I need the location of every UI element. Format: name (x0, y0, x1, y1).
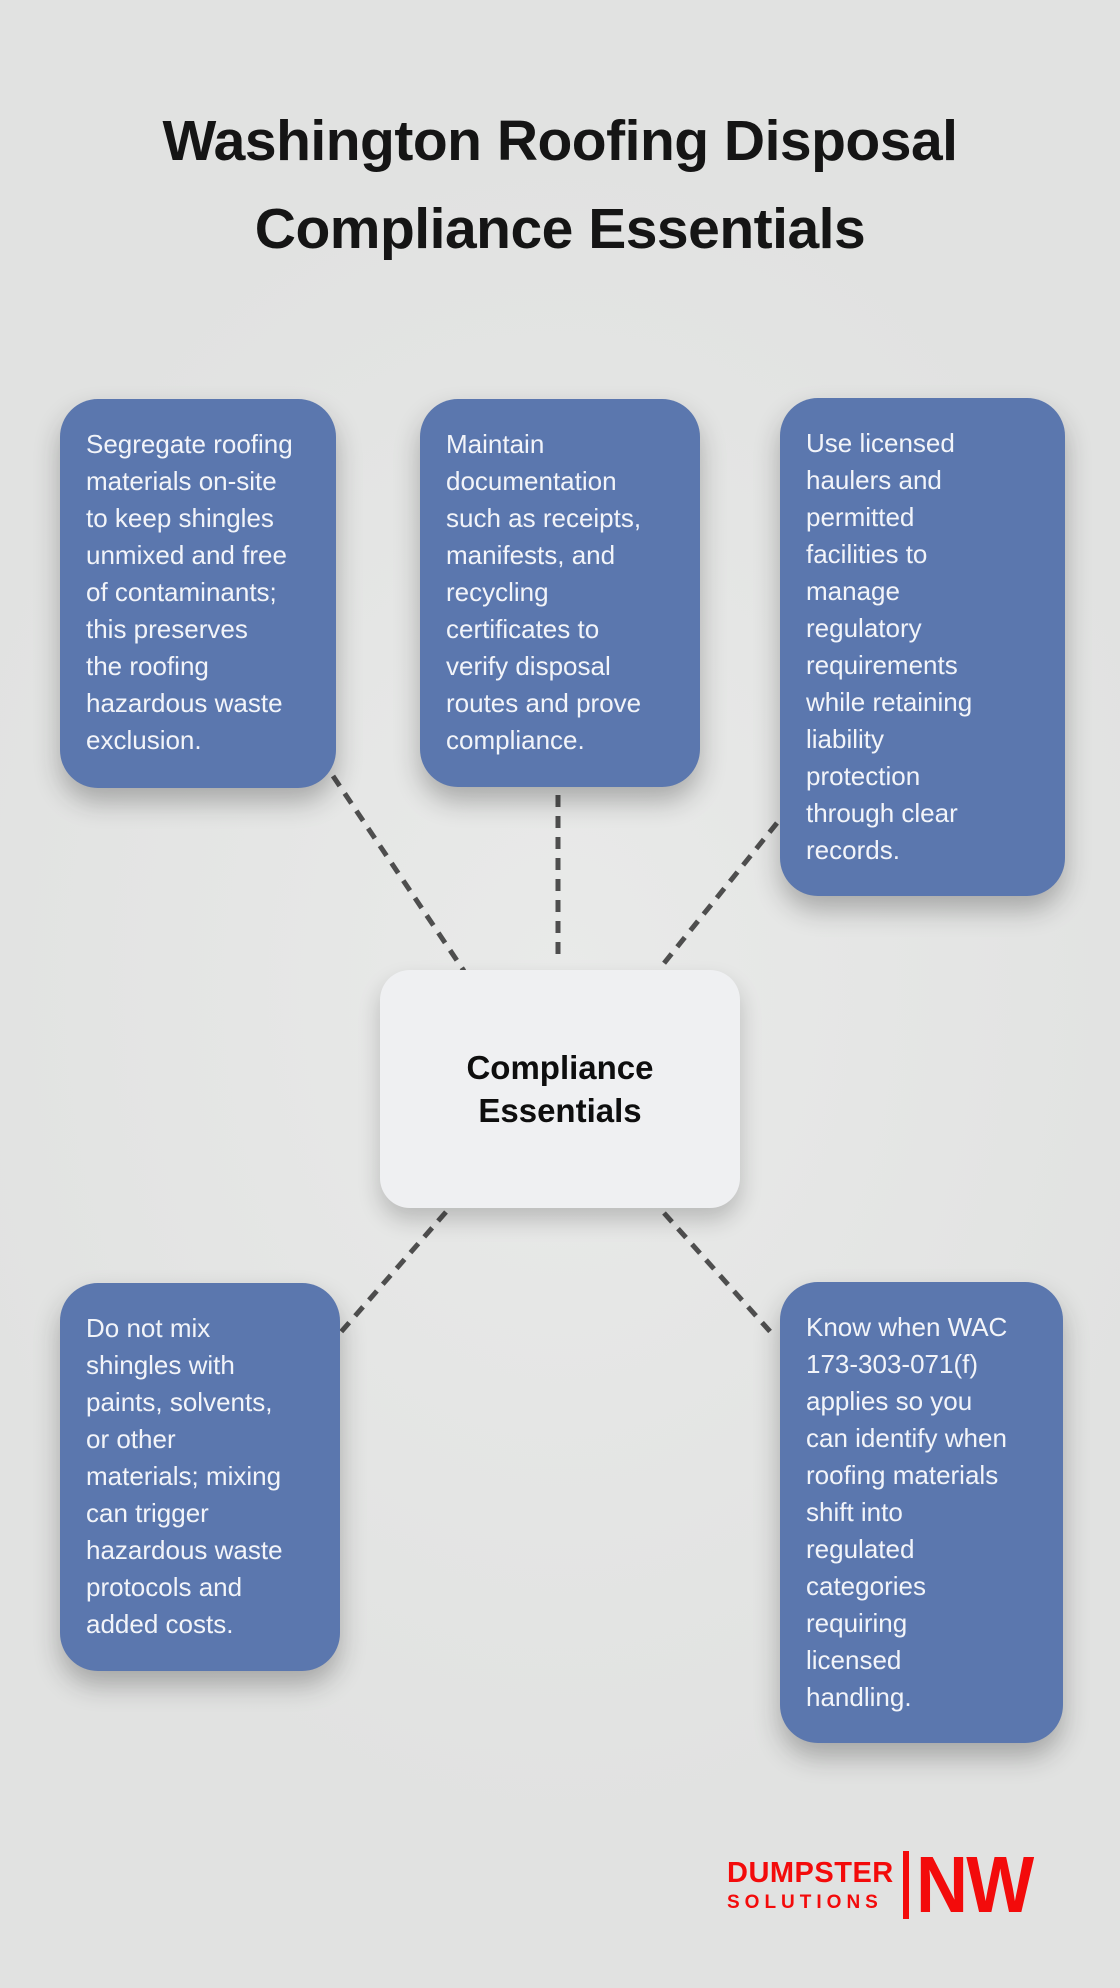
brand-logo-wordmark: DUMPSTER SOLUTIONS (727, 1856, 894, 1913)
topic-card-segregate-on-site: Segregate roofing materials on-site to k… (60, 399, 336, 788)
brand-logo-divider-bar (902, 1851, 909, 1919)
connector-line-topleft (330, 774, 467, 973)
connector-line-topright (659, 821, 779, 969)
brand-logo-line2: SOLUTIONS (727, 1891, 883, 1913)
topic-card-maintain-documentation: Maintain documentation such as receipts,… (420, 399, 700, 787)
page-title: Washington Roofing Disposal Compliance E… (162, 109, 959, 261)
brand-logo-line1: DUMPSTER (727, 1856, 894, 1889)
topic-card-licensed-haulers: Use licensed haulers and permitted facil… (780, 398, 1065, 896)
brand-logo: DUMPSTER SOLUTIONS NW (727, 1840, 1045, 1929)
connector-line-bottomright (662, 1211, 777, 1339)
topic-card-know-wac-rule: Know when WAC 173-303-071(f) applies so … (780, 1282, 1063, 1743)
center-node-compliance-essentials: Compliance Essentials (380, 970, 740, 1208)
connector-line-bottomleft (339, 1210, 448, 1334)
brand-logo-suffix: NW (915, 1840, 1034, 1929)
topic-card-do-not-mix: Do not mix shingles with paints, solvent… (60, 1283, 340, 1671)
